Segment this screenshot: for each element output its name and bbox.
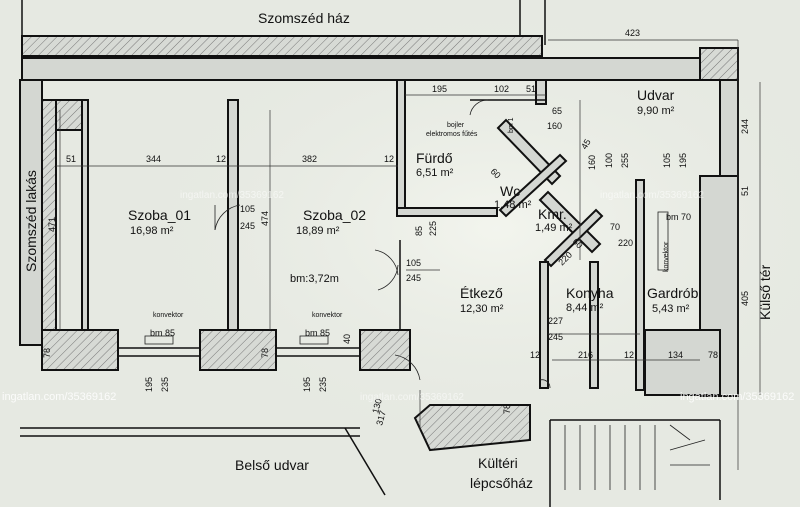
dim-label: 195 <box>432 84 447 94</box>
bm-note: bm 70 <box>666 212 691 222</box>
dim-label: 130 <box>370 397 384 414</box>
dim-label: 245 <box>406 273 421 283</box>
room-area: 18,89 m² <box>296 225 340 237</box>
text-labels: Szomszéd ház Szomszéd lakás Külső tér Be… <box>23 10 773 491</box>
dim-label: 235 <box>318 377 328 392</box>
room-area: 16,98 m² <box>130 225 174 237</box>
room-area: 1,49 m² <box>535 222 573 234</box>
watermark: ingatlan.com/35369162 <box>600 190 704 201</box>
stairwell <box>20 404 721 507</box>
ceiling-height-note: bm:3,72m <box>290 273 339 285</box>
neighbor-flat-label: Szomszéd lakás <box>23 170 39 272</box>
watermark: ingatlan.com/35369162 <box>360 392 464 403</box>
dim-label: 78 <box>708 350 718 360</box>
dim-label: 235 <box>160 377 170 392</box>
room-name: Étkező <box>460 285 503 301</box>
dim-label: 195 <box>144 377 154 392</box>
watermarks: ingatlan.com/35369162 ingatlan.com/35369… <box>2 190 794 403</box>
doors <box>214 99 551 389</box>
room-area: 1,48 m² <box>494 199 532 211</box>
room-name: Wc <box>500 183 520 199</box>
dim-label: 160 <box>547 121 562 131</box>
convectors <box>144 211 669 345</box>
dim-label: 195 <box>302 377 312 392</box>
bm-note: bm 1 <box>508 117 515 133</box>
convector-label: konvektor <box>153 312 184 319</box>
dim-label: 245 <box>548 332 563 342</box>
notes: bm:3,72m bojler elektromos fűtés konvekt… <box>150 117 691 338</box>
dim-label: 78 <box>260 348 270 358</box>
room-area: 12,30 m² <box>460 303 504 315</box>
room-name: Kmr. <box>538 206 567 222</box>
dim-label: 85 <box>414 226 424 236</box>
dim-label: 105 <box>406 258 421 268</box>
dim-label: 51 <box>66 154 76 164</box>
watermark: ingatlan.com/35369162 <box>680 391 794 403</box>
room-name: Szoba_02 <box>303 207 366 223</box>
room-name: Gardrób <box>647 285 699 301</box>
dim-label: 105 <box>662 153 672 168</box>
dim-label: 105 <box>240 204 255 214</box>
dim-label: 40 <box>342 334 352 344</box>
dim-label: 227 <box>548 316 563 326</box>
electric-heating-note: elektromos fűtés <box>426 131 478 138</box>
room-name: Konyha <box>566 285 614 301</box>
dim-label: 225 <box>428 221 438 236</box>
dim-label: 244 <box>740 119 750 134</box>
dim-label: 134 <box>668 350 683 360</box>
dim-label: 12 <box>530 350 540 360</box>
outer-square-label: Külső tér <box>757 264 773 320</box>
boiler-note: bojler <box>447 122 465 129</box>
dimension-labels: 423 244 51 405 471 51 344 12 382 12 474 … <box>42 28 750 427</box>
room-area: 6,51 m² <box>416 167 454 179</box>
room-name: Szoba_01 <box>128 207 191 223</box>
dim-label: 45 <box>579 137 593 151</box>
outer-walls <box>19 79 739 397</box>
dim-label: 12 <box>216 154 226 164</box>
dim-label: 245 <box>240 221 255 231</box>
stairwell-label-2: lépcsőház <box>470 475 533 491</box>
dim-label: 195 <box>678 153 688 168</box>
dimension-lines <box>56 39 761 470</box>
neighbor-house-block <box>21 0 739 81</box>
dim-label: 160 <box>587 155 597 170</box>
watermark: ingatlan.com/35369162 <box>2 391 116 403</box>
room-area: 9,90 m² <box>637 105 675 117</box>
watermark: ingatlan.com/35369162 <box>180 190 284 201</box>
dim-label: 12 <box>624 350 634 360</box>
dim-label: 382 <box>302 154 317 164</box>
room-name: Udvar <box>637 87 675 103</box>
dim-label: 423 <box>625 28 640 38</box>
dim-label: 317 <box>374 409 388 426</box>
dim-label: 471 <box>47 217 57 232</box>
stairwell-label-1: Kültéri <box>478 455 518 471</box>
interior-walls <box>396 79 645 391</box>
dim-label: 65 <box>552 106 562 116</box>
room-area: 5,43 m² <box>652 303 690 315</box>
convector-label: konvektor <box>663 241 670 272</box>
dim-label: 474 <box>260 211 270 226</box>
dim-label: 70 <box>610 222 620 232</box>
dim-label: 78 <box>42 348 52 358</box>
bm-note: bm 85 <box>150 328 175 338</box>
bm-note: bm 85 <box>305 328 330 338</box>
dim-label: 102 <box>494 84 509 94</box>
dim-label: 255 <box>620 153 630 168</box>
dim-label: 100 <box>604 153 614 168</box>
dim-label: 51 <box>740 186 750 196</box>
neighbor-house-label: Szomszéd ház <box>258 10 350 26</box>
dim-label: 216 <box>578 350 593 360</box>
room-area: 8,44 m² <box>566 302 604 314</box>
dim-label: 51 <box>526 84 536 94</box>
room-labels: Szoba_01 16,98 m² Szoba_02 18,89 m² Fürd… <box>128 87 699 315</box>
dim-label: 220 <box>618 238 633 248</box>
inner-yard-label: Belső udvar <box>235 457 309 473</box>
dim-label: 12 <box>384 154 394 164</box>
convector-label: konvektor <box>312 312 343 319</box>
dim-label: 344 <box>146 154 161 164</box>
room-name: Fürdő <box>416 150 453 166</box>
dim-label: 78 <box>502 404 512 414</box>
dim-label: 405 <box>740 291 750 306</box>
